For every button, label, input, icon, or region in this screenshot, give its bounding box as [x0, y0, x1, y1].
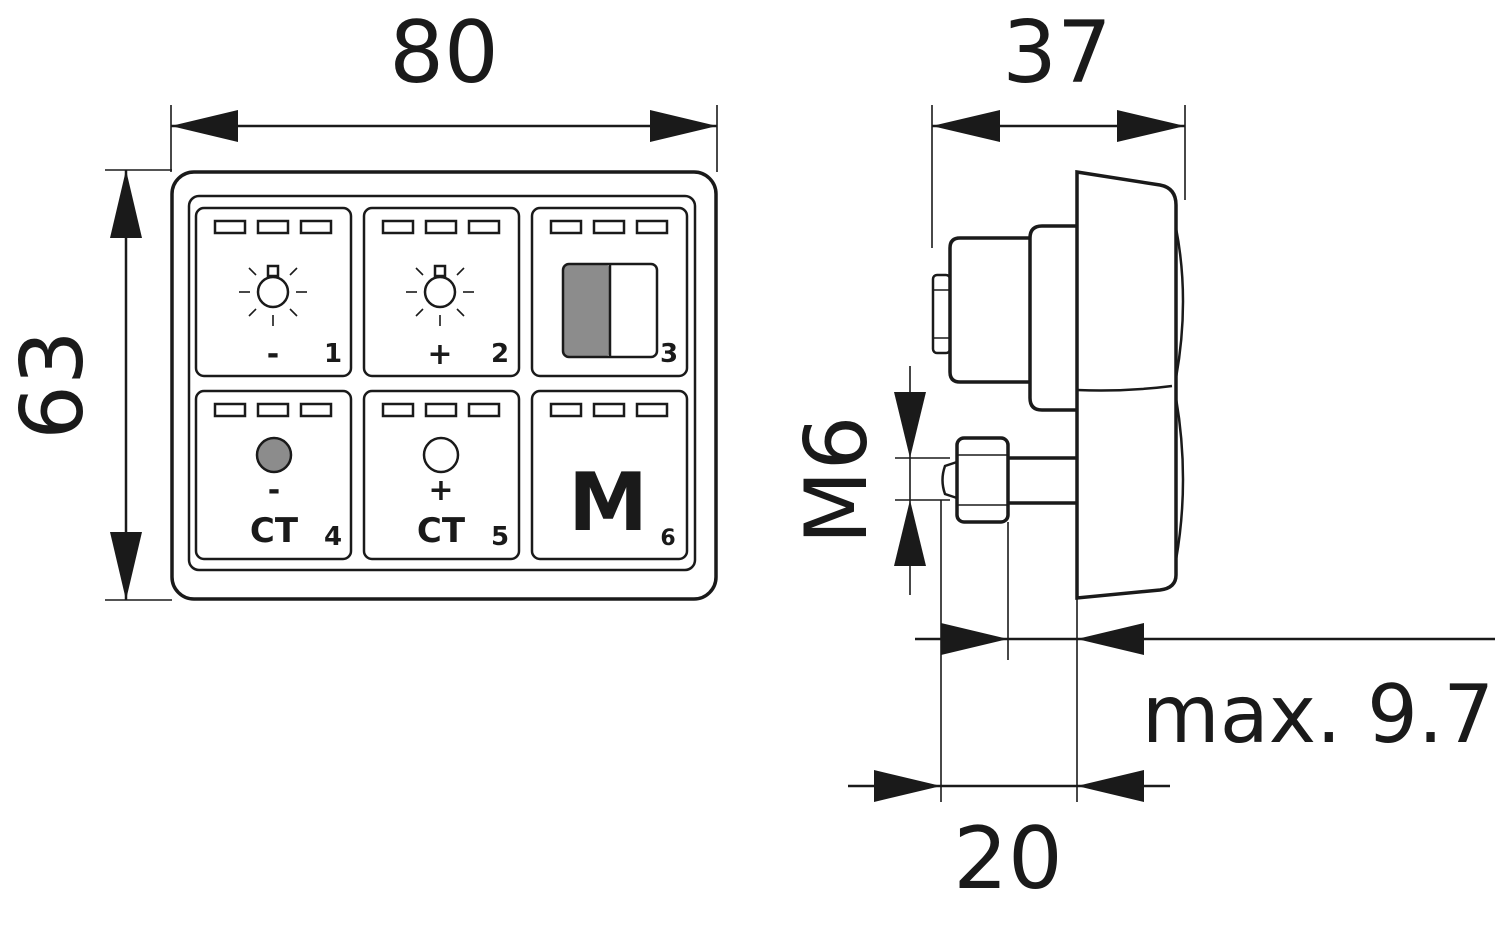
- key-2-led-row: [381, 219, 501, 235]
- front-view: 80 63: [3, 3, 718, 601]
- depth-value: 37: [1002, 3, 1111, 103]
- key-5-sign: +: [428, 473, 453, 508]
- switch-grey-half: [563, 264, 610, 357]
- key-6-letter: M: [568, 456, 648, 549]
- max-length-value: max. 9.7: [1142, 668, 1494, 761]
- key-3-number: 3: [660, 339, 678, 369]
- lamp-icon: [406, 264, 474, 326]
- key-1-frame: [194, 206, 353, 378]
- key-6-led-row: [549, 402, 669, 418]
- thread-dimension: M6: [787, 366, 950, 595]
- key-3-frame: [530, 206, 689, 378]
- hex-nut: [955, 436, 1010, 524]
- key-5-number: 5: [491, 522, 509, 552]
- split-switch-icon: [561, 262, 659, 359]
- lamp-icon: [239, 264, 307, 326]
- thread-value: M6: [787, 416, 887, 545]
- panel-outer-frame: [170, 170, 718, 601]
- key-3-led-row: [549, 219, 669, 235]
- height-dimension: 63: [3, 170, 142, 600]
- filled-dot-icon: [255, 436, 293, 474]
- depth-dimension: 37: [932, 3, 1185, 142]
- height-value: 63: [3, 330, 103, 439]
- key-4-label: CT: [250, 511, 299, 551]
- key-3[interactable]: 3: [530, 206, 689, 378]
- width-value: 80: [389, 3, 498, 103]
- key-2-frame: [362, 206, 521, 378]
- key-4[interactable]: - CT 4: [194, 389, 353, 561]
- key-4-led-row: [213, 402, 333, 418]
- key-2-number: 2: [491, 339, 509, 369]
- key-6[interactable]: M 6: [530, 389, 689, 561]
- key-5-label: CT: [417, 511, 466, 551]
- stud-bolt: [941, 436, 1077, 524]
- key-1-number: 1: [324, 339, 342, 369]
- panel-inner-frame: [187, 194, 697, 572]
- hollow-dot-icon: [422, 436, 460, 474]
- key-2[interactable]: + 2: [362, 206, 521, 378]
- key-5-frame: [362, 389, 521, 561]
- width-dimension: 80: [171, 3, 717, 142]
- key-6-frame: [530, 389, 689, 561]
- key-5-led-row: [381, 402, 501, 418]
- connector-block: [931, 224, 1077, 412]
- key-1-led-row: [213, 219, 333, 235]
- mount-length-value: 20: [953, 809, 1062, 909]
- key-6-number: 6: [660, 526, 675, 551]
- max-length-dimension: max. 9.7: [915, 623, 1495, 761]
- key-5[interactable]: + CT 5: [362, 389, 521, 561]
- key-4-number: 4: [324, 522, 342, 552]
- side-view: 37: [787, 3, 1495, 909]
- key-1[interactable]: - 1: [194, 206, 353, 378]
- mount-length-dimension: 20: [848, 770, 1170, 909]
- housing-profile: [1075, 169, 1185, 600]
- key-4-frame: [194, 389, 353, 561]
- key-1-sign: -: [267, 337, 279, 372]
- key-2-sign: +: [427, 337, 452, 372]
- key-4-sign: -: [268, 473, 280, 508]
